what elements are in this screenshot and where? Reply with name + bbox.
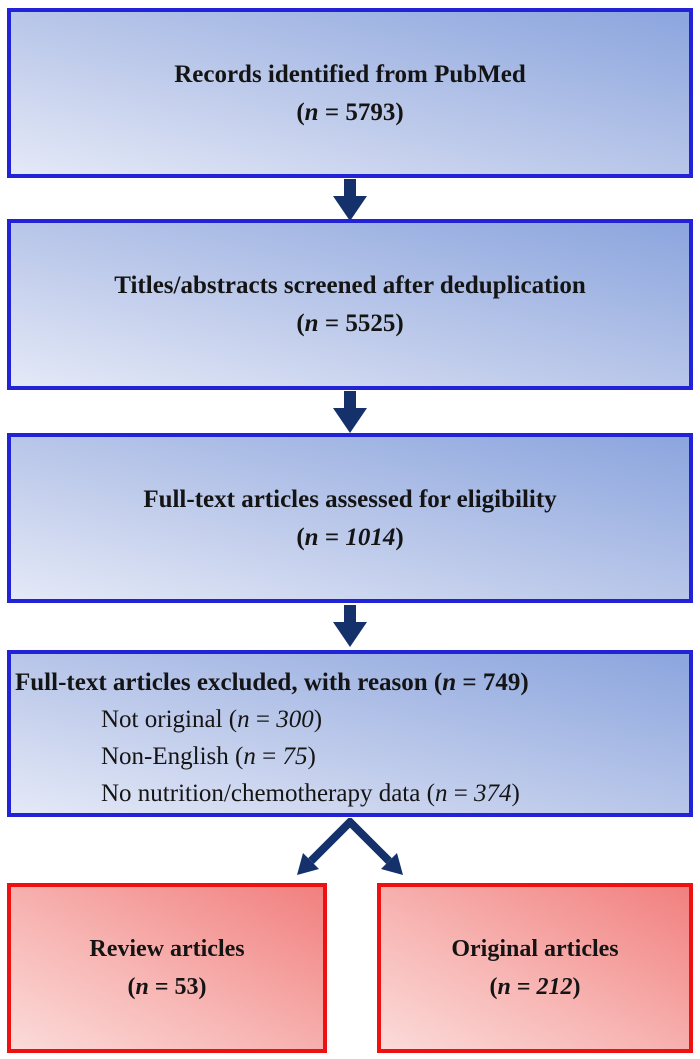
down-arrow-icon: [333, 391, 367, 433]
count-value: 53: [174, 973, 199, 1000]
paren-open: (: [228, 706, 238, 733]
n-symbol: n: [237, 706, 250, 733]
paren-open: (: [433, 669, 443, 696]
box-fulltext-assessed: Full-text articles assessed for eligibil…: [7, 433, 693, 603]
equals-sign: =: [318, 310, 346, 337]
n-symbol: n: [243, 743, 256, 770]
box-title: Full-text articles assessed for eligibil…: [143, 485, 557, 513]
count-value: 212: [536, 973, 573, 1000]
paren-close: ): [307, 743, 316, 770]
split-arrow-icon: [297, 818, 403, 875]
box-count: (n = 53): [127, 971, 206, 1004]
paren-open: (: [296, 310, 305, 337]
reason-label: No nutrition/chemotherapy data: [101, 780, 421, 807]
paren-open: (: [489, 973, 498, 1000]
reason-label: Non-English: [101, 743, 229, 770]
count-value: 1014: [345, 523, 396, 551]
count-value: 374: [474, 780, 512, 807]
box-title: Review articles: [89, 935, 245, 962]
box-title: Titles/abstracts screened after deduplic…: [114, 272, 586, 299]
count-value: 75: [282, 743, 308, 770]
box-count: (n = 5525): [296, 307, 403, 340]
n-symbol: n: [304, 523, 319, 551]
count-value: 300: [276, 706, 314, 733]
equals-sign: =: [255, 743, 283, 770]
box-titles-abstracts-screened: Titles/abstracts screened after deduplic…: [7, 219, 693, 390]
box-original-articles: Original articles (n = 212): [377, 883, 693, 1053]
down-arrow-icon: [333, 179, 367, 221]
box-count: (n = 5793): [296, 96, 403, 129]
equals-sign: =: [318, 523, 346, 551]
box-count: (n = 212): [489, 971, 580, 1004]
n-symbol: n: [434, 780, 448, 807]
n-symbol: n: [304, 98, 319, 126]
paren-open: (: [235, 743, 244, 770]
n-symbol: n: [442, 669, 457, 696]
n-symbol: n: [497, 973, 511, 1000]
n-symbol: n: [304, 310, 319, 337]
count-value: 5525: [345, 310, 396, 337]
paren-close: ): [198, 973, 207, 1000]
exclusion-reason: No nutrition/chemotherapy data (n = 374): [15, 775, 683, 812]
equals-sign: =: [510, 973, 537, 1000]
box-fulltext-excluded: Full-text articles excluded, with reason…: [7, 650, 693, 817]
equals-sign: =: [447, 780, 475, 807]
box-count: (n = 1014): [296, 521, 403, 554]
paren-close: ): [520, 669, 529, 696]
paren-open: (: [426, 780, 435, 807]
box-records-identified: Records identified from PubMed (n = 5793…: [7, 8, 693, 178]
paren-open: (: [296, 98, 305, 126]
equals-sign: =: [249, 706, 277, 733]
paren-close: ): [511, 780, 520, 807]
paren-close: ): [313, 706, 323, 733]
box-title: Original articles: [451, 935, 619, 962]
excluded-header: Full-text articles excluded, with reason…: [15, 664, 683, 701]
box-title: Records identified from PubMed: [174, 60, 526, 88]
paren-open: (: [296, 523, 305, 551]
box-review-articles: Review articles (n = 53): [7, 883, 327, 1053]
count-value: 5793: [345, 98, 396, 126]
equals-sign: =: [318, 98, 346, 126]
equals-sign: =: [148, 973, 175, 1000]
n-symbol: n: [135, 973, 149, 1000]
count-value: 749: [482, 669, 521, 696]
reason-label: Not original: [101, 706, 223, 733]
down-arrow-icon: [333, 605, 367, 647]
paren-open: (: [127, 973, 136, 1000]
paren-close: ): [572, 973, 581, 1000]
exclusion-reason: Non-English (n = 75): [15, 738, 683, 775]
paren-close: ): [395, 98, 404, 126]
paren-close: ): [395, 310, 404, 337]
excluded-title: Full-text articles excluded, with reason: [15, 669, 428, 696]
equals-sign: =: [456, 669, 483, 696]
exclusion-reason: Not original (n = 300): [15, 701, 683, 738]
paren-close: ): [395, 523, 404, 551]
